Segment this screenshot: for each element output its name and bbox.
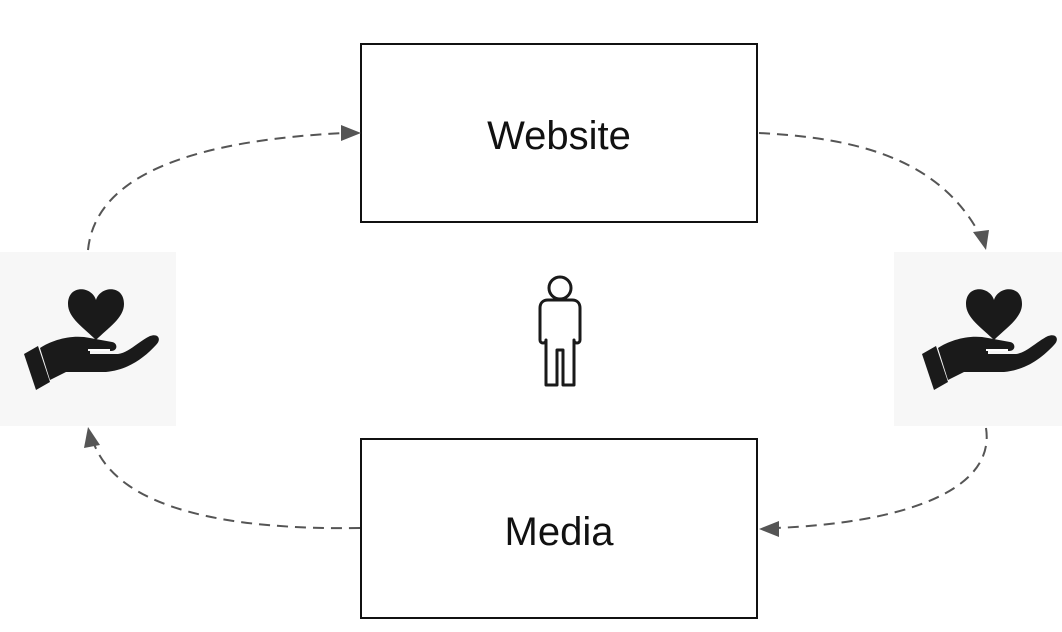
media-label: Media: [505, 510, 615, 554]
connector-left-to-website: [87, 125, 361, 251]
media-box: [360, 438, 758, 619]
arrowhead-left-icon: [759, 521, 779, 537]
arrowhead-right-icon: [341, 125, 361, 141]
website-node: Website: [360, 43, 758, 223]
person-icon: [538, 275, 582, 387]
arrowhead-down-icon: [973, 230, 989, 250]
media-node: Media: [360, 438, 758, 619]
hand-heart-icon-right: [894, 252, 1062, 426]
arrowhead-up-icon: [84, 427, 100, 448]
website-box: [360, 43, 758, 223]
connector-website-to-right: [758, 132, 989, 250]
hand-heart-icon-left: [0, 252, 176, 426]
website-label: Website: [487, 114, 631, 158]
connector-media-to-left: [84, 427, 361, 530]
connector-right-to-media: [759, 427, 988, 537]
